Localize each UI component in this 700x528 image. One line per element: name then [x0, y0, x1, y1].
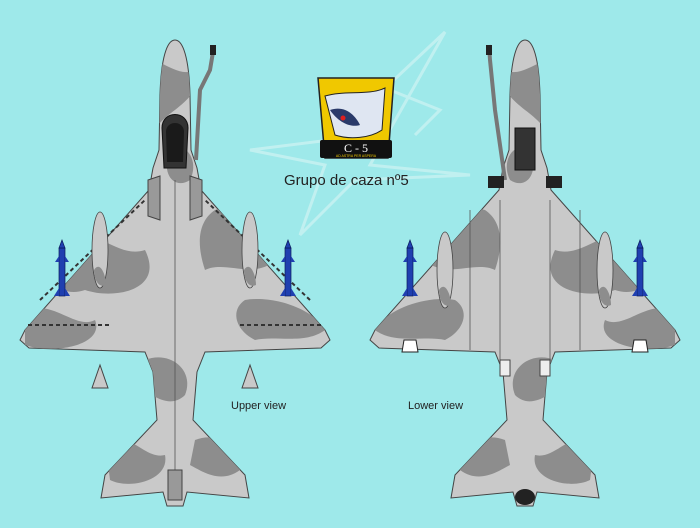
page-title: Grupo de caza nº5 [284, 172, 409, 189]
aircraft-lower-icon [369, 39, 681, 507]
upper-view-label: Upper view [231, 400, 287, 412]
emblem-text: C - 5 [344, 141, 368, 155]
background-watermark [249, 30, 471, 237]
squadron-emblem-icon: C - 5 AD ASTRA PER ASPERA [317, 77, 395, 159]
lower-view-label: Lower view [408, 400, 464, 412]
emblem-motto: AD ASTRA PER ASPERA [336, 154, 377, 158]
aircraft-upper-icon [19, 39, 331, 507]
